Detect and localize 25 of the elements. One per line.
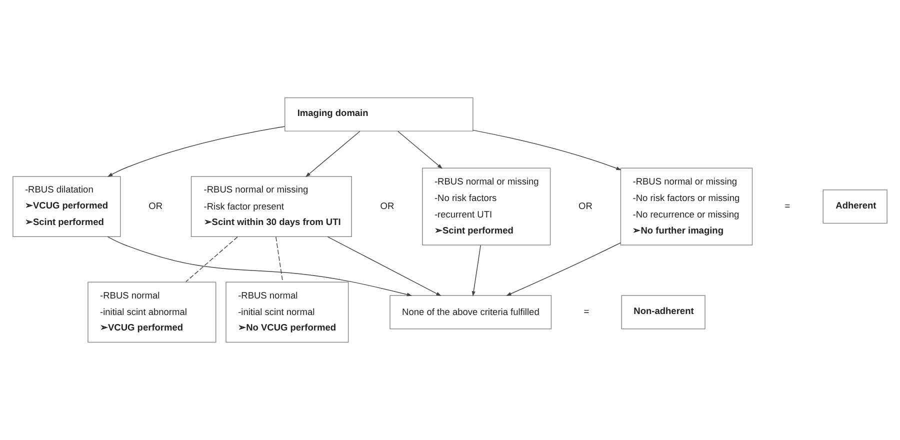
node-box: -RBUS dilatation ➢VCUG performed ➢Scint performed bbox=[12, 176, 121, 238]
connector bbox=[186, 236, 238, 282]
node-box: -RBUS normal or missing -Risk factor present ➢Scint within 30 days from UTI bbox=[190, 176, 352, 238]
node-box: -RBUS normal or missing -No risk factors -recurrent UTI ➢Scint performed bbox=[422, 168, 551, 246]
arrow bbox=[506, 242, 621, 296]
arrow bbox=[398, 130, 443, 169]
arrow bbox=[472, 130, 622, 170]
node-box: -RBUS normal -initial scint abnormal ➢VCUG performed bbox=[88, 282, 216, 343]
label: OR bbox=[578, 200, 592, 211]
arrow bbox=[472, 244, 481, 296]
label: OR bbox=[148, 200, 163, 211]
label: = bbox=[784, 200, 790, 211]
label: = bbox=[584, 306, 590, 316]
node-box: -RBUS normal or missing -No risk factors or missing -No recurrence or missing ➢No further imaging bbox=[620, 168, 753, 246]
arrow bbox=[305, 130, 360, 178]
node-box: -RBUS normal -initial scint normal ➢No VCUG performed bbox=[226, 282, 349, 343]
label: OR bbox=[380, 200, 394, 211]
node-box: Adherent bbox=[822, 190, 888, 224]
connector bbox=[276, 236, 284, 282]
arrow bbox=[327, 236, 442, 296]
node-box: Non-adherent bbox=[621, 295, 706, 330]
arrow bbox=[107, 126, 286, 177]
node-box: None of the above criteria fulfilled bbox=[390, 295, 552, 330]
arrow bbox=[107, 236, 412, 296]
node-box: Imaging domain bbox=[284, 97, 474, 132]
